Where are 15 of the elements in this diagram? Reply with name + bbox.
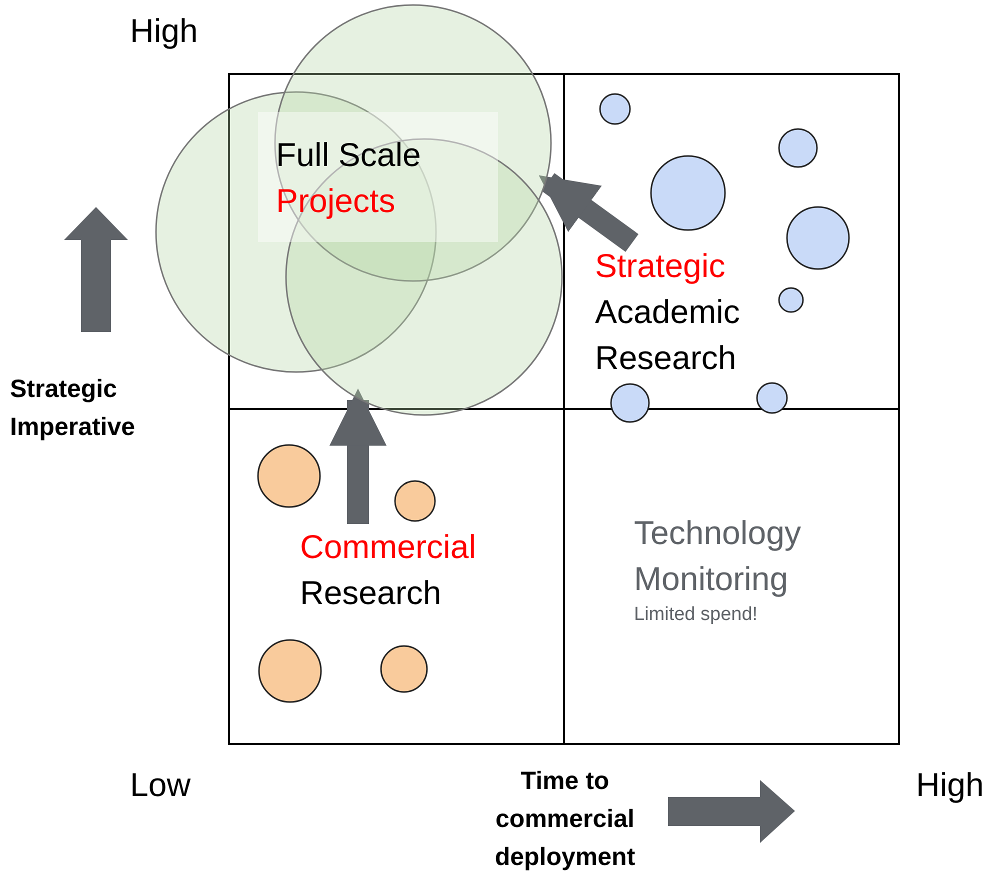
quadrant-subtitle: Limited spend!	[634, 603, 759, 627]
quadrant-title: Full Scale	[276, 135, 421, 175]
quadrant-subtitle: Projects	[276, 181, 396, 221]
axis-end-label: High	[130, 12, 198, 50]
axis-title: Strategic Imperative	[10, 374, 136, 443]
quadrant-subtitle: Academic Research	[595, 292, 741, 378]
quadrant-subtitle: Research	[300, 573, 442, 613]
quadrant-title: Technology Monitoring	[634, 513, 802, 599]
axis-end-label: Low	[130, 766, 191, 804]
quadrant-title: Strategic	[595, 246, 726, 286]
quadrant-title: Commercial	[300, 527, 478, 567]
arrow	[538, 173, 638, 252]
axis-title: Time to commercial deployment	[494, 766, 636, 873]
arrow	[329, 388, 387, 524]
axis-end-label: High	[916, 766, 984, 804]
